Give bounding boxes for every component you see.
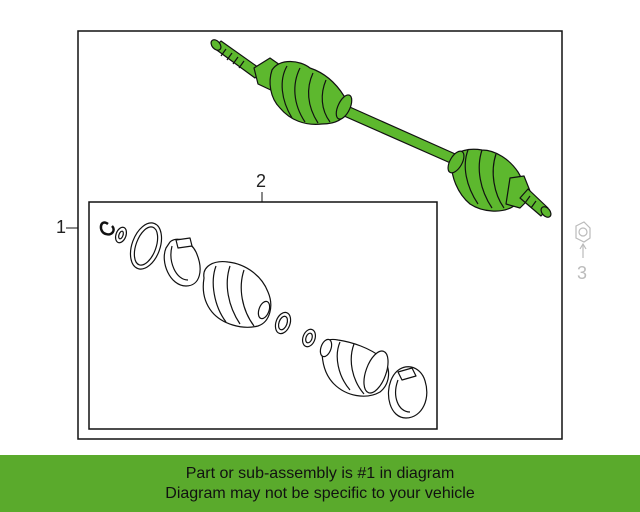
callout-3: 3	[577, 263, 588, 283]
banner-line-2: Diagram may not be specific to your vehi…	[165, 484, 475, 502]
subassembly-frame	[88, 201, 438, 430]
inner-boot-icon	[202, 261, 272, 328]
axle-shaft-assembly[interactable]	[209, 38, 553, 219]
snap-ring-icon	[99, 221, 115, 236]
callout-1: 1	[56, 217, 67, 237]
info-banner: Part or sub-assembly is #1 in diagram Di…	[0, 455, 640, 512]
parts-diagram	[66, 30, 591, 440]
diagram-frame	[77, 30, 563, 440]
banner-line-1: Part or sub-assembly is #1 in diagram	[185, 464, 455, 482]
boot-kit-components	[99, 221, 428, 419]
hub-nut-icon	[575, 221, 591, 258]
callout-2: 2	[256, 171, 267, 191]
